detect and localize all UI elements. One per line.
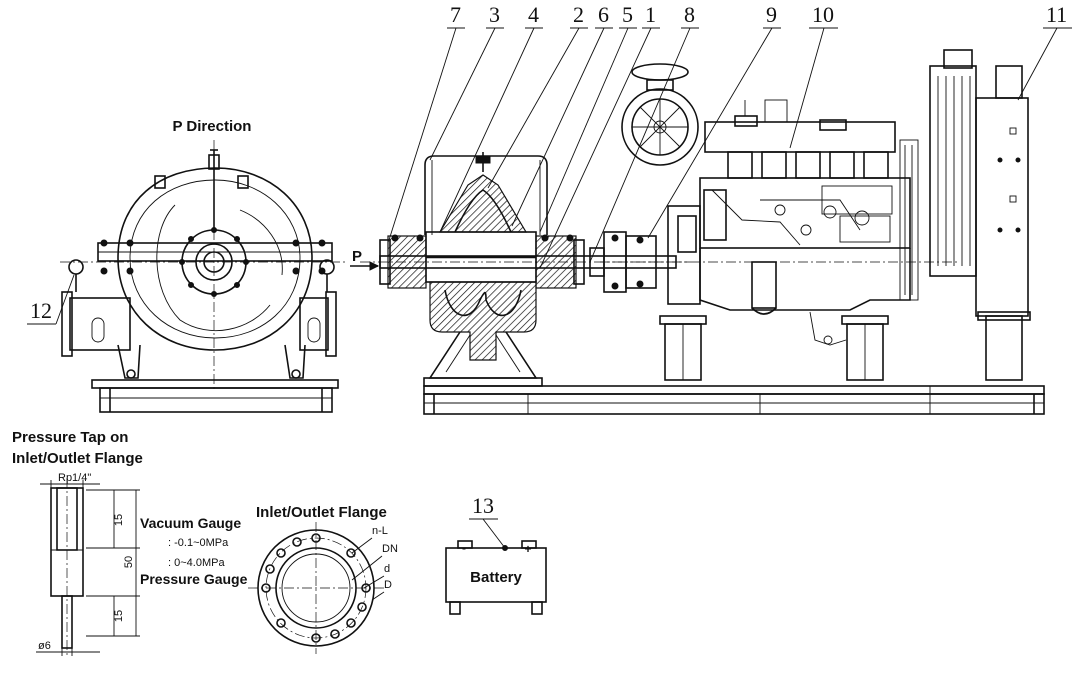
callout-9: 9 [766,2,777,27]
callout-1: 1 [645,2,656,27]
dim-nl: n-L [372,525,388,537]
callout-2: 2 [573,2,584,27]
battery: - + Battery [445,540,547,615]
gauge-labels: Vacuum Gauge : -0.1~0MPa : 0~4.0MPa Pres… [140,515,248,587]
dim-phi6: ø6 [38,640,51,652]
battery-minus: - [462,541,466,555]
end-view-p-direction: P Direction [60,118,345,413]
callout-8: 8 [684,2,695,27]
inlet-outlet-flange-detail: Inlet/Outlet Flange n-L DN d D [248,504,398,654]
pressure-gauge-label: Pressure Gauge [140,571,248,587]
callout-12: 12 [30,298,52,323]
vacuum-range: : -0.1~0MPa [168,537,229,549]
dim-50: 50 [123,556,135,568]
callout-10: 10 [812,2,834,27]
flange-title: Inlet/Outlet Flange [256,504,387,521]
diesel-engine [600,49,1031,381]
callout-4: 4 [528,2,539,27]
dim-d-small: d [384,563,390,575]
pump-side-view: P [350,152,690,387]
pressure-tap-detail: Pressure Tap on Inlet/Outlet Flange Rp1/… [12,429,143,658]
callout-7: 7 [450,2,461,27]
pressure-tap-title-1: Pressure Tap on [12,429,128,446]
callout-11: 11 [1046,2,1067,27]
common-base-frame [423,385,1045,415]
callout-numbers: 7 3 4 2 6 5 1 8 9 10 [27,2,1072,549]
dim-d-big: D [384,579,392,591]
dim-rp: Rp1/4" [58,472,91,484]
dim-15-bottom: 15 [113,610,125,622]
dim-dn: DN [382,543,398,555]
p-arrow-label: P [352,248,362,265]
battery-plus: + [524,542,531,556]
pressure-tap-title-2: Inlet/Outlet Flange [12,450,143,467]
p-direction-title: P Direction [173,118,252,135]
dim-15-top: 15 [113,514,125,526]
battery-label: Battery [470,569,522,586]
callout-3: 3 [489,2,500,27]
callout-13: 13 [472,493,494,518]
pressure-range: : 0~4.0MPa [168,557,225,569]
callout-5: 5 [622,2,633,27]
callout-6: 6 [598,2,609,27]
vacuum-gauge-label: Vacuum Gauge [140,515,241,531]
